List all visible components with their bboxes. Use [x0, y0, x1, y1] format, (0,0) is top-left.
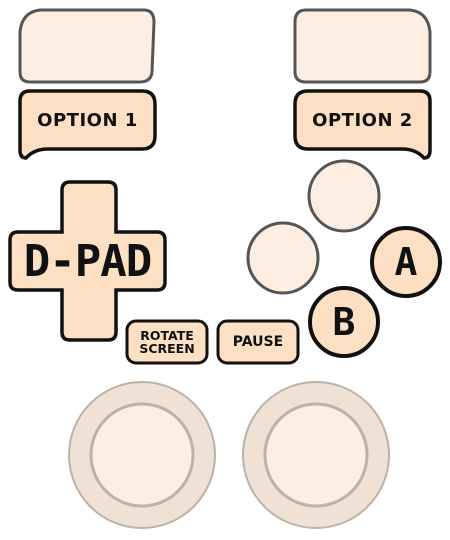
a-button[interactable]: [370, 226, 442, 298]
pause-button[interactable]: [216, 319, 300, 365]
right-shoulder-trigger-icon[interactable]: [293, 8, 432, 84]
right-analog-stick-icon[interactable]: [242, 381, 390, 529]
dpad-button[interactable]: [8, 180, 167, 342]
left-shoulder-trigger-icon[interactable]: [18, 8, 156, 84]
left-analog-stick-icon[interactable]: [68, 381, 216, 529]
face-button-top-icon[interactable]: [307, 159, 381, 233]
option-1-button[interactable]: [18, 89, 157, 160]
b-button[interactable]: [308, 286, 380, 358]
rotate-screen-button[interactable]: [125, 319, 209, 365]
face-button-left-icon[interactable]: [246, 221, 320, 295]
option-2-button[interactable]: [293, 89, 432, 160]
